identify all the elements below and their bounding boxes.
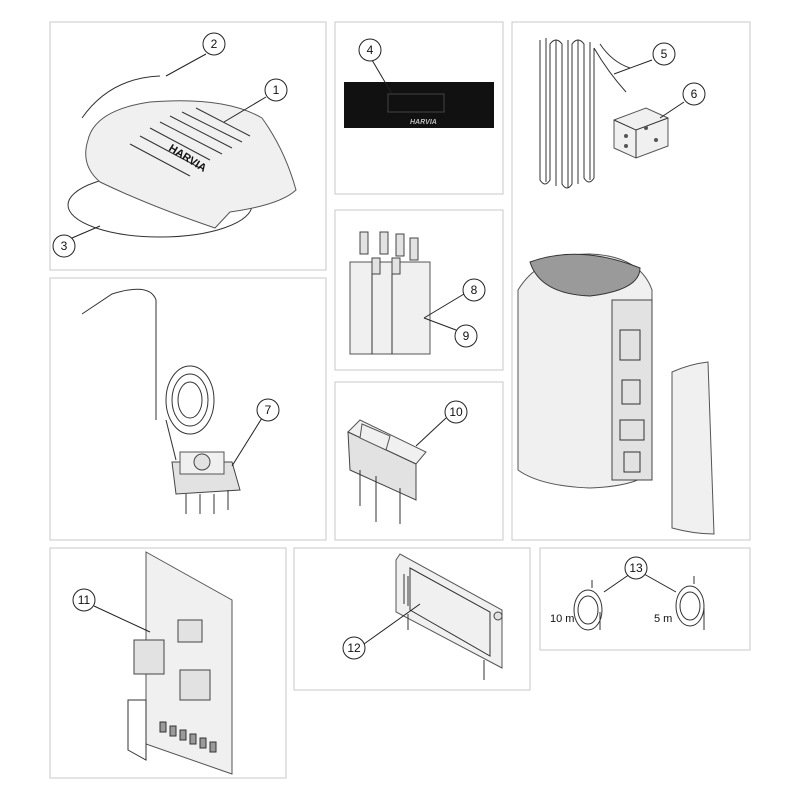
panel-thermostat [49,277,327,541]
callout-12-label: 12 [347,641,361,655]
heater-control-compartment [611,299,653,481]
top-cover-part: HARVIA [67,75,297,238]
display-window [387,93,445,113]
callout-1: 1 [264,78,288,102]
display-panel [344,82,494,128]
rocker-switch-part [347,419,427,524]
cover-slots [129,107,251,177]
callout-10: 10 [444,400,468,424]
callout-10-label: 10 [449,405,463,419]
display-part: HARVIA [344,82,494,128]
sensor-cables-part: 10 m 5 m [550,576,705,631]
display-brand-text: HARVIA [410,119,437,126]
callout-1-label: 1 [273,83,280,97]
callout-3: 3 [52,234,76,258]
thermostat-part [81,288,241,514]
callout-11: 11 [72,588,96,612]
callout-8-label: 8 [471,283,478,297]
heater-internal-parts [619,329,645,473]
heater-side-panel [671,361,715,535]
callout-2: 2 [202,32,226,56]
callout-5: 5 [652,42,676,66]
relay-part [349,231,431,355]
callout-7: 7 [256,398,280,422]
callout-13-label: 13 [629,561,643,575]
cable-length-10m: 10 m [550,613,574,625]
callout-8: 8 [462,278,486,302]
callout-3-label: 3 [61,239,68,253]
callout-11-label: 11 [78,593,91,607]
leader-lines [71,53,685,645]
heating-element-part [539,38,631,189]
heater-body-part [517,253,715,535]
callout-6: 6 [682,82,706,106]
mounting-bracket-part [395,553,503,680]
cable-length-5m: 5 m [654,613,672,625]
heater-top-grille [529,253,641,297]
callout-4-label: 4 [367,43,374,57]
callout-4: 4 [358,38,382,62]
callout-9-label: 9 [463,329,470,343]
circuit-board-part [127,551,233,775]
callout-2-label: 2 [211,37,218,51]
terminal-block-part [613,107,669,159]
callout-9: 9 [454,324,478,348]
cover-clip [81,75,161,119]
callout-7-label: 7 [265,403,272,417]
callout-13: 13 [624,556,648,580]
callout-12: 12 [342,636,366,660]
callout-6-label: 6 [691,87,698,101]
callout-5-label: 5 [661,47,668,61]
